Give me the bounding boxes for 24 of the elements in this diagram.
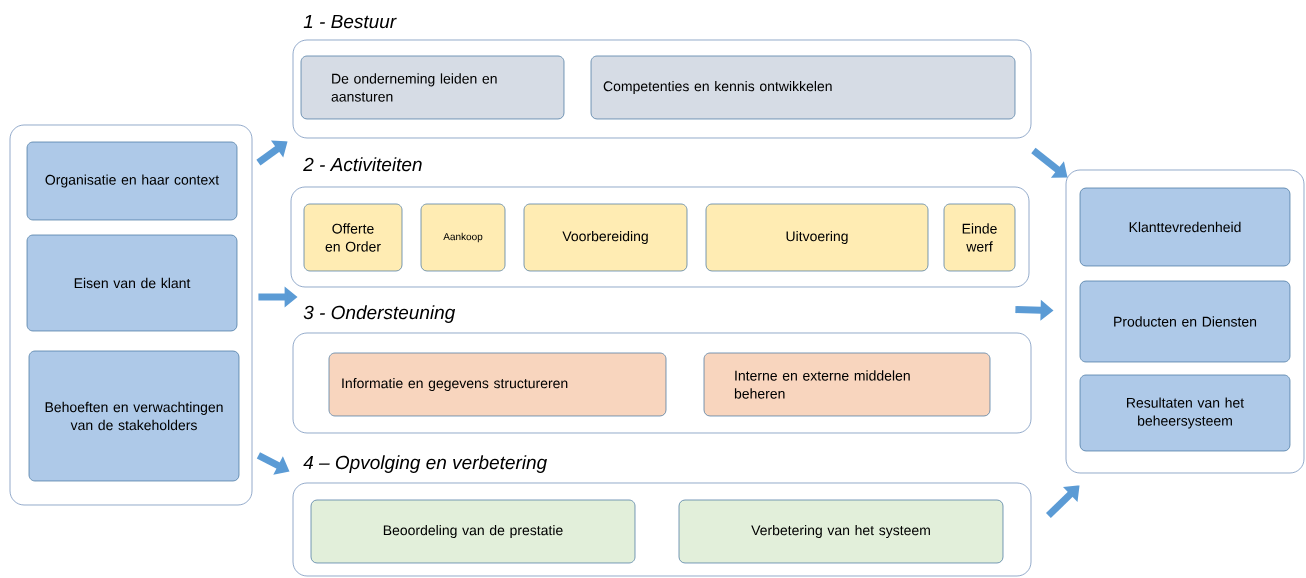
process-box: Uitvoering — [705, 203, 929, 272]
process-box: Voorbereiding — [523, 203, 688, 272]
process-box: Offerte en Order — [303, 203, 403, 272]
block-arrow — [1031, 147, 1068, 178]
section-heading: 3 - Ondersteuning — [303, 305, 456, 323]
process-box: De onderneming leiden en aansturen — [300, 55, 565, 120]
process-box: Beoordeling van de prestatie — [310, 499, 636, 564]
process-box: Interne en externe middelen beheren — [703, 352, 991, 417]
process-box: Producten en Diensten — [1079, 280, 1291, 363]
section-heading: 2 - Activiteiten — [303, 157, 422, 172]
process-box: Verbetering van het systeem — [678, 499, 1004, 564]
process-box: Organisatie en haar context — [26, 141, 238, 221]
process-box: Informatie en gegevens structureren — [328, 352, 667, 417]
process-box: Competenties en kennis ontwikkelen — [590, 55, 1016, 120]
process-box: Aankoop — [420, 203, 506, 272]
process-box: Eisen van de klant — [26, 234, 238, 332]
process-box: Resultaten van het beheersysteem — [1079, 374, 1291, 452]
section-heading: 1 - Bestuur — [303, 14, 397, 29]
process-box: Behoeften en verwachtingen van de stakeholders — [28, 350, 240, 482]
process-box: Einde werf — [943, 203, 1016, 272]
block-arrow — [256, 140, 288, 166]
section-heading: 4 – Opvolging en verbetering — [303, 455, 547, 473]
block-arrow — [1045, 485, 1080, 518]
process-box: Klanttevredenheid — [1079, 187, 1291, 267]
